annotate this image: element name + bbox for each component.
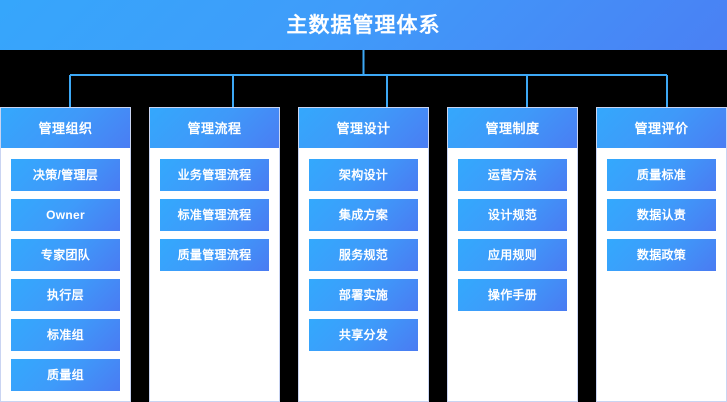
item-box[interactable]: 部署实施 — [309, 279, 418, 311]
item-label: 设计规范 — [487, 208, 538, 222]
column-body-1: 决策/管理层 Owner 专家团队 执行层 标准组 质量组 — [1, 148, 130, 401]
item-box[interactable]: 设计规范 — [458, 199, 567, 231]
column-header-label-3: 管理设计 — [336, 120, 391, 136]
connector-lines — [69, 50, 668, 108]
column-header-label-1: 管理组织 — [38, 120, 93, 136]
column-management-evaluation[interactable]: 管理评价 质量标准 数据认责 数据政策 — [596, 107, 727, 402]
column-header-label-4: 管理制度 — [485, 120, 540, 136]
item-label: 决策/管理层 — [32, 168, 99, 182]
item-label: 质量管理流程 — [177, 248, 252, 262]
item-label: 架构设计 — [338, 168, 389, 182]
item-box[interactable]: 标准组 — [11, 319, 120, 351]
column-body-2: 业务管理流程 标准管理流程 质量管理流程 — [150, 148, 279, 401]
column-header-label-5: 管理评价 — [634, 120, 689, 136]
item-label: 共享分发 — [338, 328, 389, 342]
item-label: 服务规范 — [338, 248, 389, 262]
column-management-design[interactable]: 管理设计 架构设计 集成方案 服务规范 部署实施 共享分发 — [298, 107, 429, 402]
item-box[interactable]: 执行层 — [11, 279, 120, 311]
item-label: 运营方法 — [487, 168, 538, 182]
column-body-3: 架构设计 集成方案 服务规范 部署实施 共享分发 — [299, 148, 428, 401]
item-box[interactable]: 决策/管理层 — [11, 159, 120, 191]
item-label: 执行层 — [47, 288, 84, 302]
item-box[interactable]: Owner — [11, 199, 120, 231]
item-label: 业务管理流程 — [177, 168, 252, 182]
item-label: 部署实施 — [338, 288, 389, 302]
item-label: 集成方案 — [338, 208, 389, 222]
item-box[interactable]: 服务规范 — [309, 239, 418, 271]
item-label: 数据政策 — [636, 248, 687, 262]
item-box[interactable]: 共享分发 — [309, 319, 418, 351]
item-box[interactable]: 质量标准 — [607, 159, 716, 191]
column-header-5: 管理评价 — [597, 108, 726, 148]
item-box[interactable]: 标准管理流程 — [160, 199, 269, 231]
column-header-4: 管理制度 — [448, 108, 577, 148]
item-box[interactable]: 应用规则 — [458, 239, 567, 271]
column-header-3: 管理设计 — [299, 108, 428, 148]
item-label: 数据认责 — [636, 208, 687, 222]
framework-columns: 管理组织 决策/管理层 Owner 专家团队 执行层 标准组 质量组 管理流程 … — [0, 107, 727, 402]
item-box[interactable]: 数据认责 — [607, 199, 716, 231]
diagram-title-banner: 主数据管理体系 — [0, 0, 727, 50]
column-management-process[interactable]: 管理流程 业务管理流程 标准管理流程 质量管理流程 — [149, 107, 280, 402]
column-header-label-2: 管理流程 — [187, 120, 242, 136]
item-label: 质量组 — [47, 368, 84, 382]
item-label: 操作手册 — [487, 288, 538, 302]
item-box[interactable]: 操作手册 — [458, 279, 567, 311]
item-box[interactable]: 集成方案 — [309, 199, 418, 231]
item-box[interactable]: 运营方法 — [458, 159, 567, 191]
item-label: 质量标准 — [636, 168, 687, 182]
item-box[interactable]: 业务管理流程 — [160, 159, 269, 191]
column-management-organization[interactable]: 管理组织 决策/管理层 Owner 专家团队 执行层 标准组 质量组 — [0, 107, 131, 402]
page-title: 主数据管理体系 — [286, 13, 441, 37]
item-box[interactable]: 架构设计 — [309, 159, 418, 191]
column-body-4: 运营方法 设计规范 应用规则 操作手册 — [448, 148, 577, 401]
item-label: 专家团队 — [40, 248, 91, 262]
item-box[interactable]: 数据政策 — [607, 239, 716, 271]
item-label: Owner — [46, 208, 85, 222]
item-label: 标准组 — [47, 328, 84, 342]
item-box[interactable]: 质量组 — [11, 359, 120, 391]
item-box[interactable]: 质量管理流程 — [160, 239, 269, 271]
column-header-1: 管理组织 — [1, 108, 130, 148]
column-body-5: 质量标准 数据认责 数据政策 — [597, 148, 726, 401]
column-header-2: 管理流程 — [150, 108, 279, 148]
item-box[interactable]: 专家团队 — [11, 239, 120, 271]
item-label: 应用规则 — [487, 248, 538, 262]
column-management-system[interactable]: 管理制度 运营方法 设计规范 应用规则 操作手册 — [447, 107, 578, 402]
item-label: 标准管理流程 — [177, 208, 252, 222]
